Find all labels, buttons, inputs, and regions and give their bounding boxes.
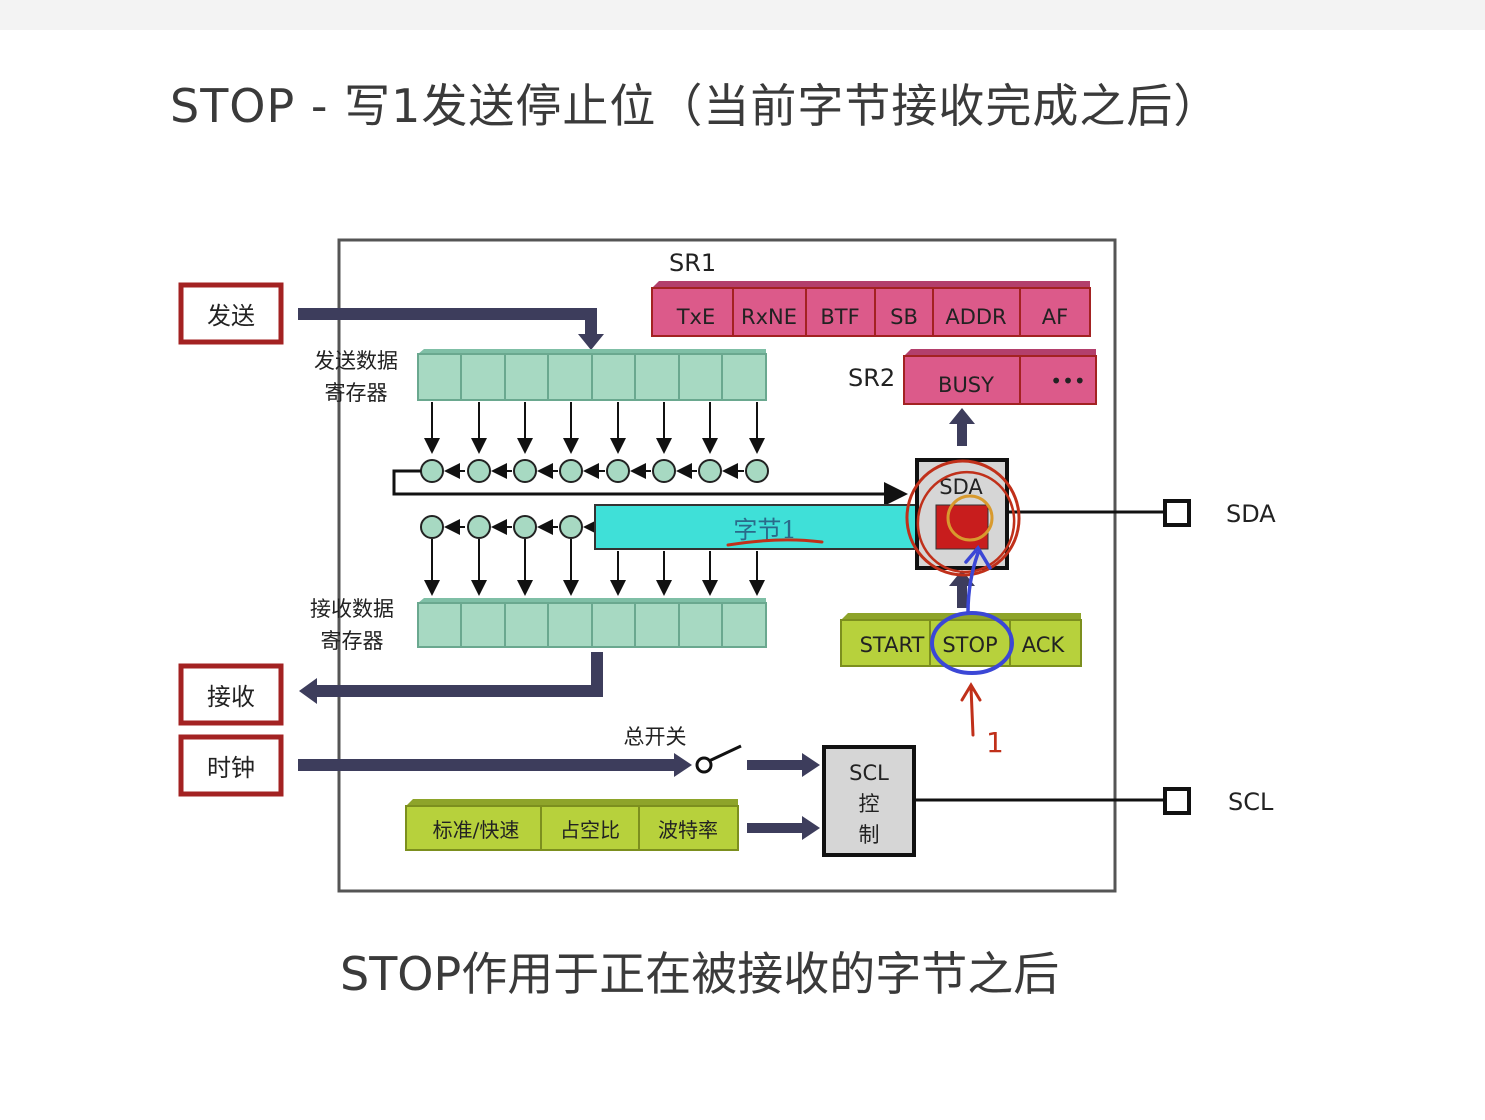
clock-config-register: 标准/快速 占空比 波特率 xyxy=(405,799,739,851)
cr-bit-ack: ACK xyxy=(1022,633,1066,657)
sr1-bit-rxne: RxNE xyxy=(741,305,797,329)
tx-shift-row xyxy=(392,459,908,506)
scl-control-block: SCL 控 制 xyxy=(822,745,916,857)
scl-block-label: SCL xyxy=(849,761,889,785)
clock-config-duty: 占空比 xyxy=(560,818,620,842)
sr1-bit-addr: ADDR xyxy=(945,305,1006,329)
tx-register-label-2: 寄存器 xyxy=(325,381,388,405)
slide-caption: STOP作用于正在被接收的字节之后 xyxy=(340,947,1060,1001)
clock-config-speed: 标准/快速 xyxy=(433,818,520,842)
svg-text:接收: 接收 xyxy=(207,683,255,711)
sr2-bit-more: ••• xyxy=(1050,369,1085,393)
receive-block: 接收 xyxy=(178,663,284,726)
sda-pin xyxy=(1163,499,1191,527)
control-register: START STOP ACK xyxy=(840,613,1082,667)
stop-up-arrow-mark xyxy=(964,545,992,614)
top-bar xyxy=(0,0,1485,30)
clock-config-baud: 波特率 xyxy=(658,818,718,842)
sr2-register: BUSY ••• xyxy=(903,349,1097,405)
clock-block: 时钟 xyxy=(178,734,284,797)
sr2-bit-busy: BUSY xyxy=(938,373,994,397)
cr-bit-stop: STOP xyxy=(942,633,997,657)
sr1-bit-btf: BTF xyxy=(820,305,859,329)
stop-circle-mark xyxy=(930,611,1014,675)
sda-block-label: SDA xyxy=(939,475,983,499)
scl-pin-label: SCL xyxy=(1228,788,1274,816)
cr-bit-start: START xyxy=(860,633,925,657)
sr1-bit-txe: TxE xyxy=(676,305,716,329)
svg-text:发送: 发送 xyxy=(207,302,255,330)
sr2-label: SR2 xyxy=(848,364,895,392)
scl-block-label-3: 制 xyxy=(859,823,880,847)
rx-bit-arrows xyxy=(424,539,765,596)
tx-bit-arrows xyxy=(424,402,765,454)
rx-shift-row xyxy=(420,515,599,539)
rx-data-register xyxy=(417,598,767,648)
scl-pin xyxy=(1163,787,1191,815)
sda-block: SDA xyxy=(915,458,1009,570)
diagram-frame xyxy=(337,238,1117,893)
rx-register-label-1: 接收数据 xyxy=(310,597,394,621)
master-switch xyxy=(695,744,742,774)
receive-flow-arrow xyxy=(315,652,603,697)
write-one-arrow-mark xyxy=(960,682,982,737)
svg-text:时钟: 时钟 xyxy=(207,754,255,782)
send-flow-arrow xyxy=(298,308,597,336)
rx-register-label-2: 寄存器 xyxy=(321,629,384,653)
write-one-mark: 1 xyxy=(986,726,1004,759)
shift-register: 字节1 xyxy=(594,504,936,550)
sr1-bit-af: AF xyxy=(1042,305,1068,329)
send-block: 发送 xyxy=(178,282,284,345)
pen-annotations xyxy=(726,459,1021,737)
scl-block-label-2: 控 xyxy=(859,792,880,816)
master-switch-label: 总开关 xyxy=(624,725,687,749)
sda-bit-circle-mark xyxy=(946,494,994,542)
tx-register-label-1: 发送数据 xyxy=(314,349,398,373)
byte-underline-mark xyxy=(726,538,824,547)
tx-data-register xyxy=(417,349,767,401)
sr1-bit-sb: SB xyxy=(890,305,918,329)
sda-pin-label: SDA xyxy=(1226,500,1276,528)
slide-title: STOP - 写1发送停止位（当前字节接收完成之后） xyxy=(170,79,1221,133)
sr1-label: SR1 xyxy=(669,249,716,277)
sr1-register: TxE RxNE BTF SB ADDR AF xyxy=(651,281,1091,337)
